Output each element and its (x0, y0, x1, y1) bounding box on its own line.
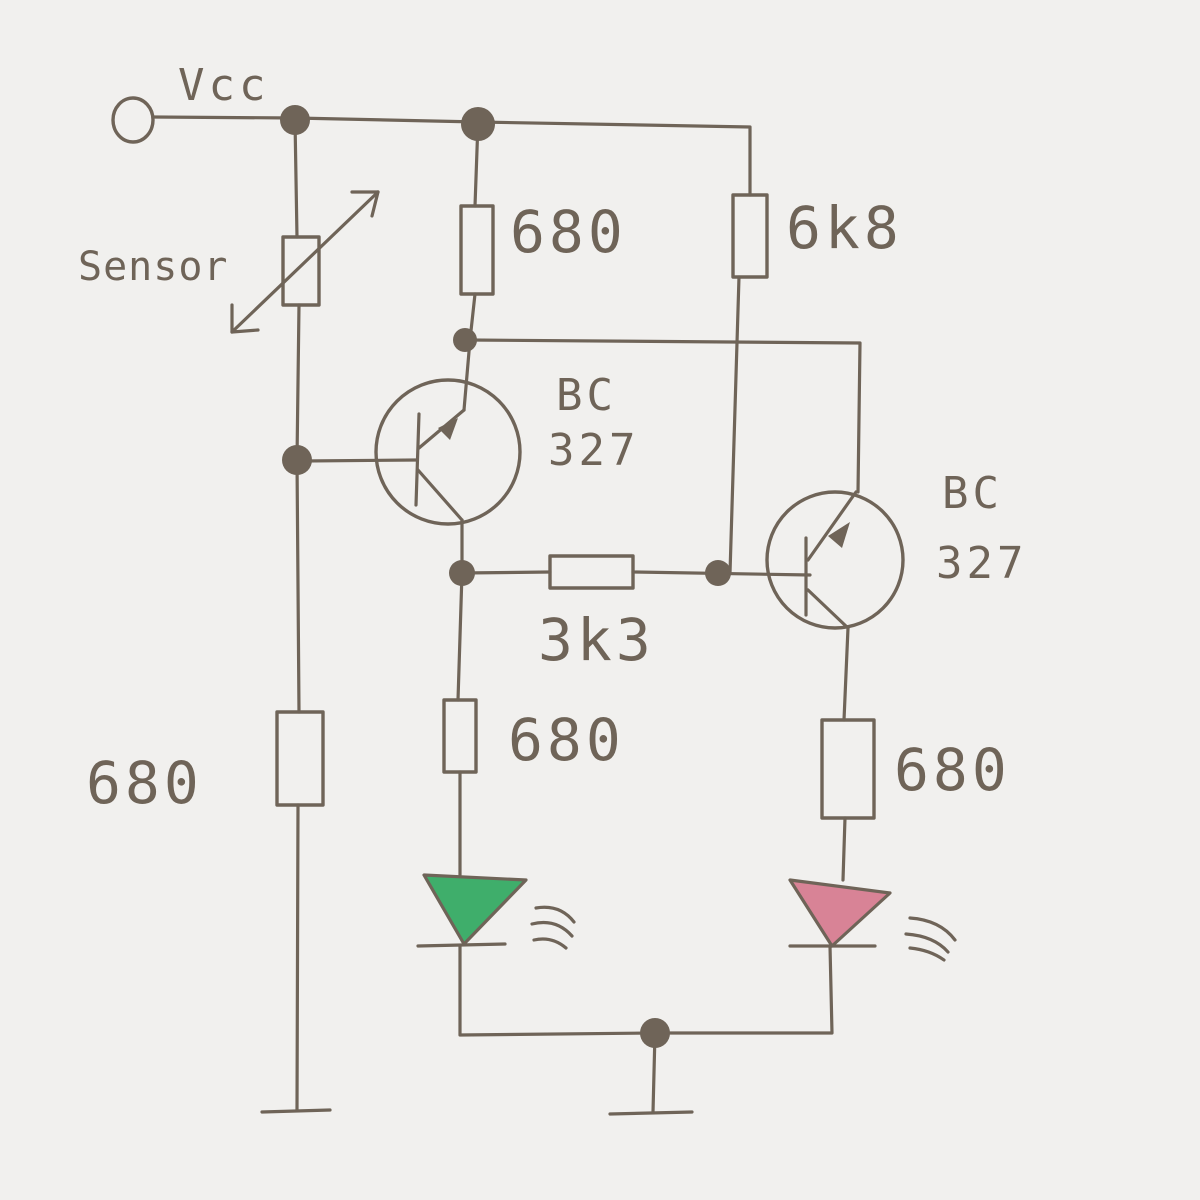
junction-dot (453, 328, 477, 352)
mid-wire-ground (458, 944, 657, 1037)
q1-label-line1: BC (556, 370, 617, 421)
transistor-q1-icon (300, 378, 522, 526)
q2-label-line1: BC (942, 468, 1003, 519)
led-green-icon (416, 873, 576, 950)
ground-center-icon (608, 1110, 694, 1116)
sensor-arrow-icon (230, 190, 380, 334)
transistor-q2-icon (765, 490, 905, 630)
right-wire-down (728, 275, 741, 575)
right-wire-ground (653, 944, 834, 1035)
right-wire-led (841, 816, 847, 882)
q2-label-line2: 327 (936, 538, 1027, 589)
vcc-terminal (111, 96, 155, 144)
vcc-rail (151, 115, 752, 197)
junction-dot (282, 445, 312, 475)
resistor-mid-bottom (442, 698, 478, 774)
ground-left-icon (260, 1108, 332, 1114)
left-wire-bottom (295, 803, 300, 1112)
mid-wire-down (462, 292, 477, 412)
q1-label-line2: 327 (548, 425, 639, 476)
junction-dot (461, 107, 495, 141)
emitter-link-wire (468, 338, 862, 494)
label-top-right: 6k8 (786, 194, 903, 262)
resistor-top-mid (459, 204, 495, 296)
junction-dot (449, 560, 475, 586)
left-wire-top (293, 118, 299, 239)
label-top-mid: 680 (510, 198, 627, 266)
vcc-label: Vcc (178, 60, 269, 111)
junction-dot (280, 105, 310, 135)
sensor-label: Sensor (78, 244, 229, 290)
mid-wire-bottom (456, 571, 464, 702)
right-wire-bottom (842, 626, 850, 722)
resistor-bridge (548, 554, 635, 590)
label-bridge: 3k3 (538, 606, 655, 674)
led-red-icon (788, 878, 957, 962)
left-wire-mid (295, 303, 301, 714)
sensor-resistor (281, 235, 321, 307)
label-mid-bottom: 680 (508, 706, 625, 774)
resistor-right-bottom (820, 718, 876, 820)
resistor-top-right (731, 193, 769, 279)
resistor-left-bottom (275, 710, 325, 807)
bridge-wire-left (460, 570, 552, 575)
junction-dot (705, 560, 731, 586)
junction-dot (640, 1018, 670, 1048)
label-left-bottom: 680 (86, 749, 203, 817)
label-right-bottom: 680 (894, 736, 1011, 804)
